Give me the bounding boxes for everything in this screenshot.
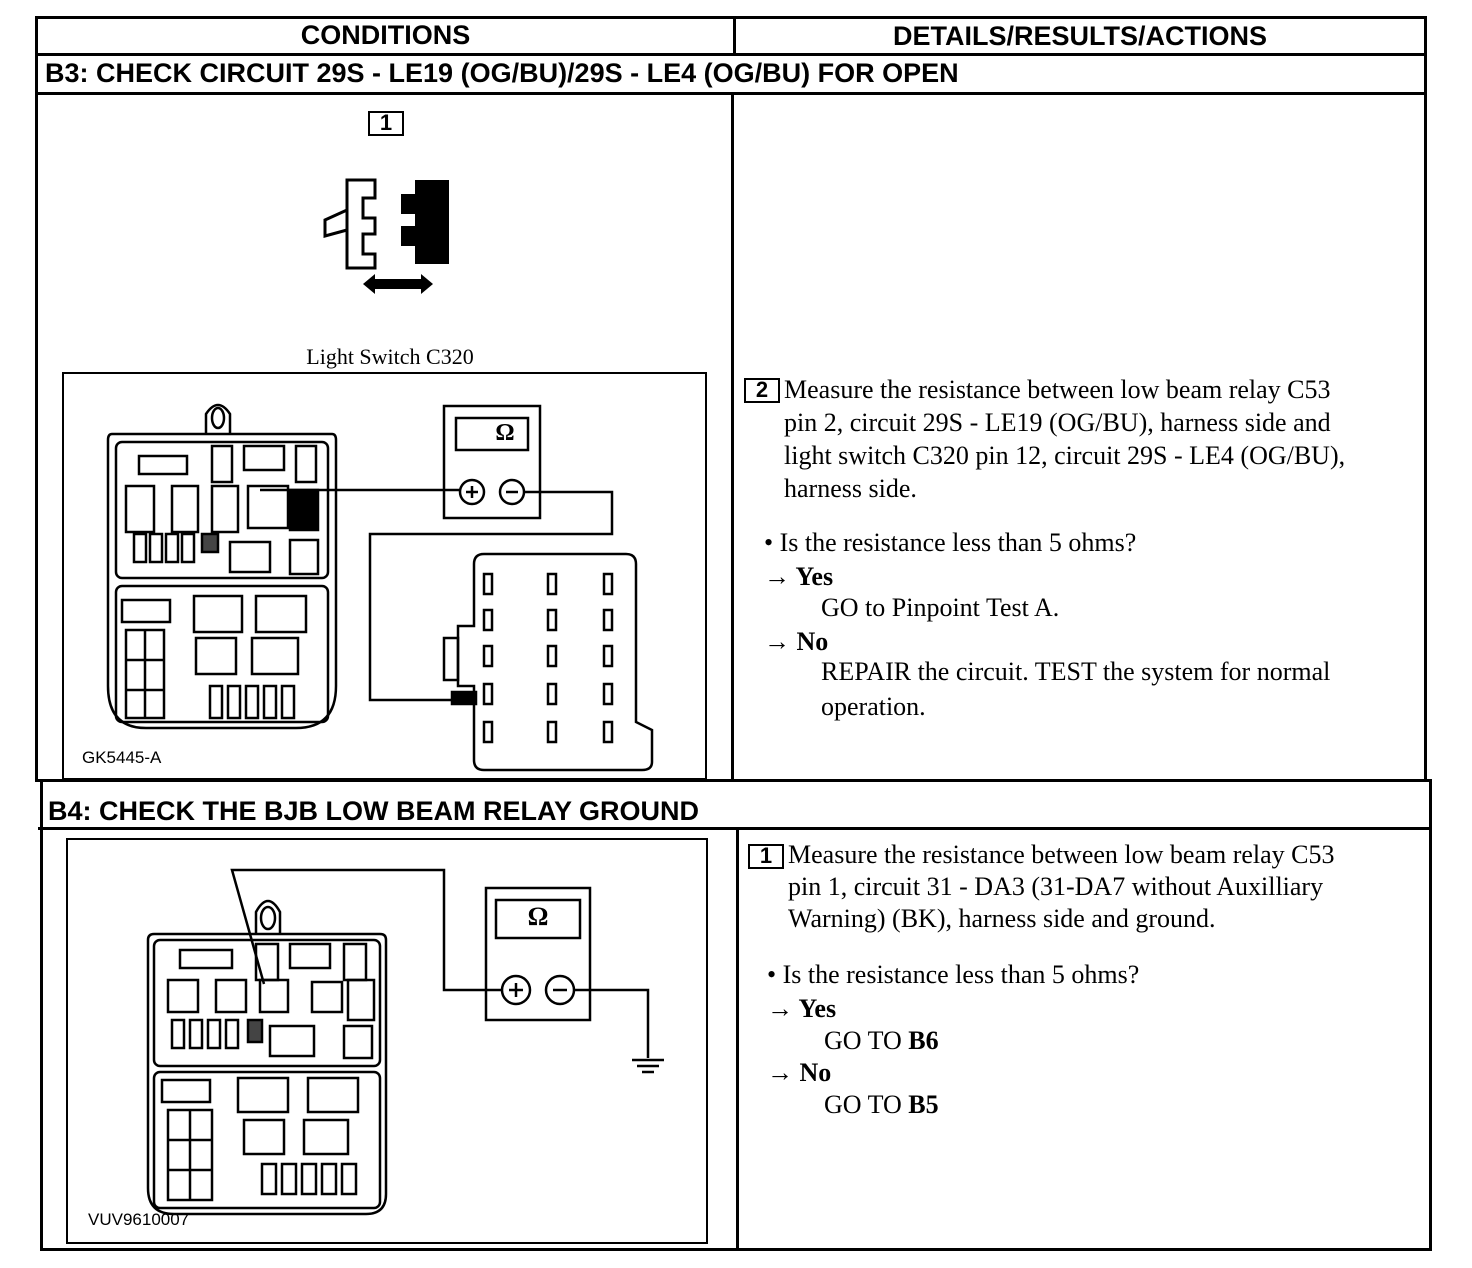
- b4-step1-instruction: Measure the resistance between low beam …: [788, 839, 1335, 935]
- junction-box: [106, 403, 338, 730]
- b3-question: • Is the resistance less than 5 ohms?: [764, 528, 1137, 557]
- b4-step1-line-1: Measure the resistance between low beam …: [788, 840, 1335, 869]
- b4-yes-action: GO TO B6: [824, 1024, 939, 1057]
- light-switch-label: Light Switch C320: [306, 344, 474, 369]
- b3-figure-id: GK5445-A: [82, 748, 162, 767]
- table-left-border: [35, 16, 38, 782]
- b3-ohm-symbol: Ω: [495, 420, 515, 446]
- b4-wiring-diagram: [146, 868, 664, 1216]
- b4-ohm-symbol: Ω: [527, 902, 549, 931]
- b3-yes-label: → Yes: [764, 562, 834, 591]
- b3-step2-line-3: light switch C320 pin 12, circuit 29S - …: [784, 441, 1346, 470]
- junction-box: [146, 899, 388, 1216]
- b4-yes-prefix: GO TO: [824, 1026, 909, 1055]
- ground-symbol: [632, 1058, 664, 1074]
- b4-yes-label: → Yes: [767, 994, 837, 1023]
- test-leads: [260, 488, 614, 702]
- table-right-border-lower: [1429, 779, 1432, 1251]
- b3-step2-instruction: Measure the resistance between low beam …: [784, 373, 1345, 505]
- b3-step2-number: 2: [744, 378, 780, 403]
- b4-question: • Is the resistance less than 5 ohms?: [767, 960, 1140, 989]
- b3-wiring-diagram: [106, 403, 654, 772]
- header-bottom-border: [35, 53, 1427, 56]
- b4-figure: Ω VUV9610007: [66, 838, 708, 1244]
- table-left-border-lower: [40, 779, 43, 1251]
- b3-figure: Ω GK5445-A: [62, 372, 707, 780]
- b3-no-label: → No: [764, 627, 829, 656]
- b4-step1-line-2: pin 1, circuit 31 - DA3 (31-DA7 without …: [788, 872, 1324, 901]
- table-right-border: [1424, 16, 1427, 782]
- separate-arrow: [363, 274, 433, 294]
- table-top-border: [35, 16, 1427, 19]
- details-header: DETAILS/RESULTS/ACTIONS: [892, 21, 1267, 51]
- column-divider-b4: [736, 827, 739, 1251]
- b4-figure-id: VUV9610007: [88, 1210, 190, 1229]
- b4-step1-line-3: Warning) (BK), harness side and ground.: [788, 904, 1216, 933]
- connector-half-left: [323, 178, 377, 270]
- b4-step1-number: 1: [748, 844, 784, 869]
- b3-no-action-line-2: operation.: [821, 692, 926, 721]
- b4-yes-target: B6: [908, 1026, 939, 1055]
- b4-no-label: → No: [767, 1058, 832, 1087]
- connector-disconnect-illustration: [323, 178, 449, 294]
- connector-half-right: [401, 180, 449, 264]
- b3-no-action: REPAIR the circuit. TEST the system for …: [821, 654, 1330, 724]
- b4-no-action: GO TO B5: [824, 1088, 939, 1121]
- b3-title: B3: CHECK CIRCUIT 29S - LE19 (OG/BU)/29S…: [45, 58, 959, 88]
- b4-title-top-border: [38, 779, 1432, 782]
- b3-step1-number: 1: [368, 111, 404, 136]
- light-switch-connector: [442, 552, 654, 772]
- test-leads: [230, 868, 650, 1058]
- b4-title: B4: CHECK THE BJB LOW BEAM RELAY GROUND: [48, 796, 700, 826]
- b4-no-prefix: GO TO: [824, 1090, 909, 1119]
- b3-no-action-line-1: REPAIR the circuit. TEST the system for …: [821, 657, 1331, 686]
- b4-title-bottom-border: [38, 827, 1432, 830]
- conditions-header: CONDITIONS: [300, 20, 471, 50]
- b3-yes-action: GO to Pinpoint Test A.: [821, 593, 1060, 622]
- ohmmeter: [484, 886, 592, 1022]
- b3-step2-line-4: harness side.: [784, 474, 917, 503]
- column-divider-header: [733, 16, 736, 56]
- b3-step2-line-1: Measure the resistance between low beam …: [784, 375, 1331, 404]
- b3-step2-line-2: pin 2, circuit 29S - LE19 (OG/BU), harne…: [784, 408, 1331, 437]
- b4-no-target: B5: [908, 1090, 939, 1119]
- column-divider-b3: [731, 92, 734, 782]
